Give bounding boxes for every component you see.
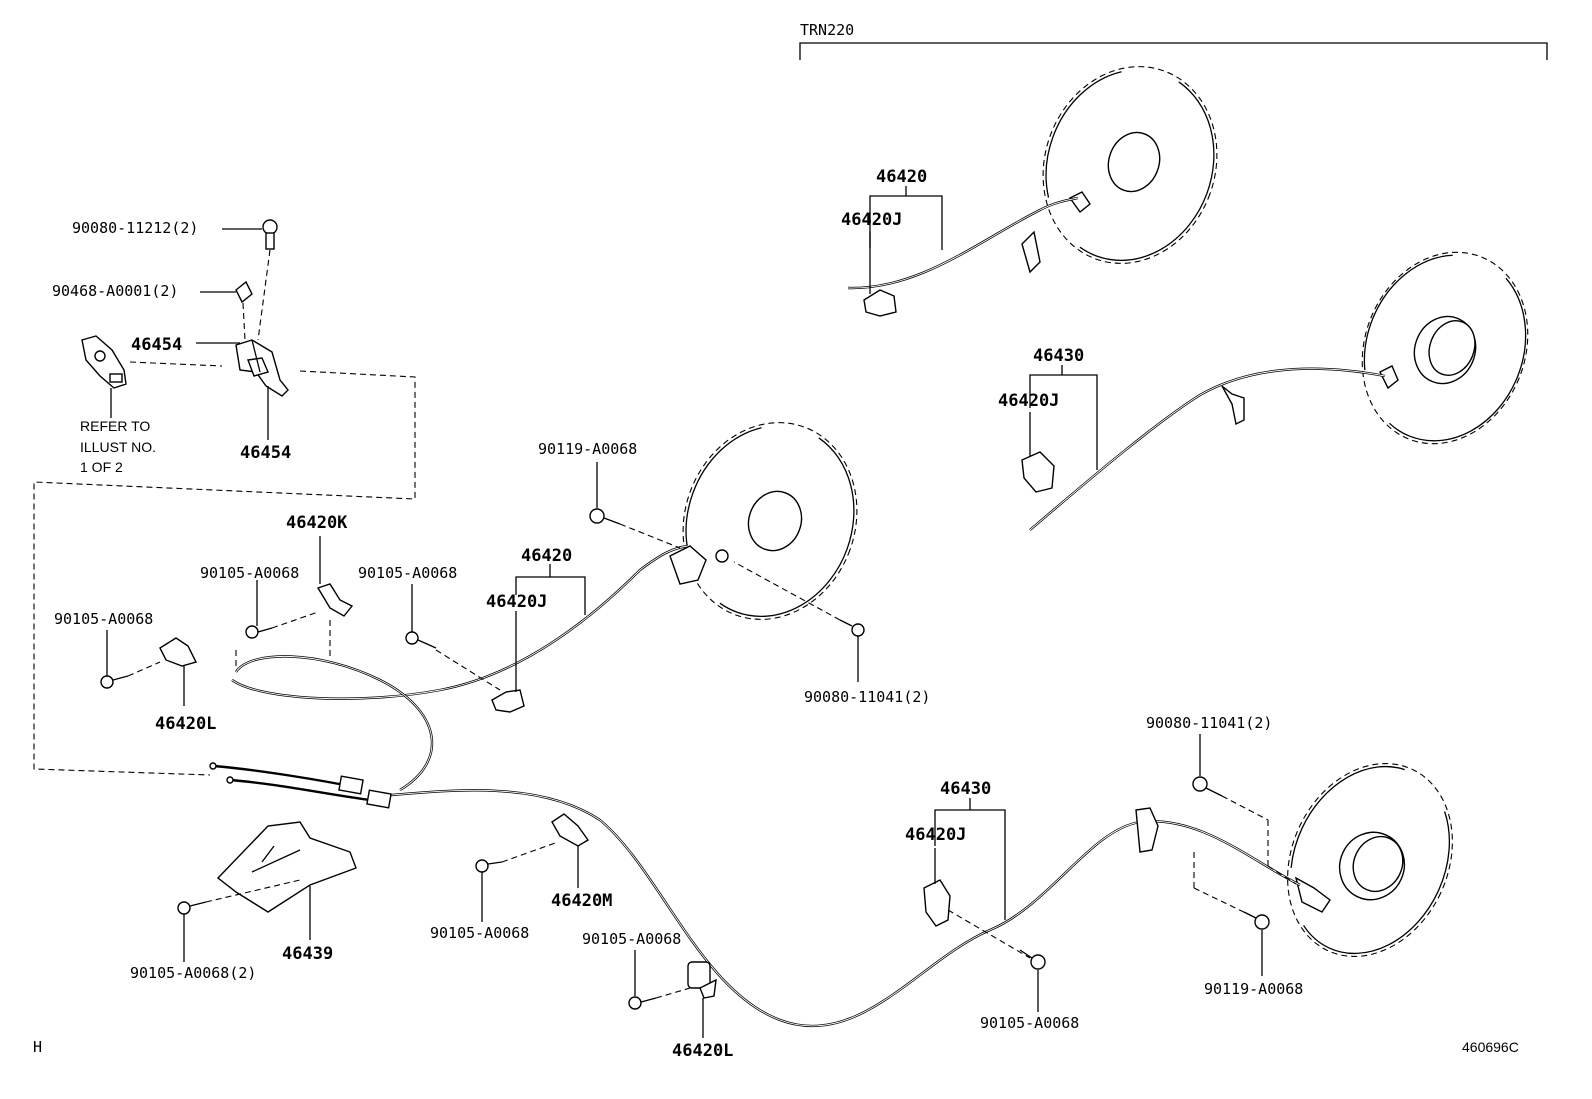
label-46454-top: 46454	[131, 335, 182, 355]
label-90105-a0068-d: 90105-A0068	[430, 924, 529, 942]
trn220-rotor-1	[1021, 66, 1218, 274]
refer-note-line-3: 1 OF 2	[80, 459, 123, 475]
center-small-parts	[100, 462, 865, 713]
label-90080-11212: 90080-11212(2)	[72, 219, 198, 237]
label-46420l-bottom: 46420L	[672, 1041, 733, 1061]
label-90105-a0068-f: 90105-A0068	[980, 1014, 1079, 1032]
label-46420j-trn220-right: 46420J	[998, 391, 1059, 411]
label-46430-bottom: 46430	[940, 779, 991, 799]
label-90080-11041-bottom: 90080-11041(2)	[1146, 714, 1272, 732]
lever-icon	[1379, 365, 1399, 390]
label-90105-a0068-a: 90105-A0068	[200, 564, 299, 582]
label-46420-trn220: 46420	[876, 167, 927, 187]
label-90119-a0068-top: 90119-A0068	[538, 440, 637, 458]
bracket-icon	[1021, 230, 1041, 274]
lever-icon	[1068, 191, 1091, 214]
bolt-icon	[839, 619, 865, 637]
trn220-rotor-2	[1221, 251, 1529, 445]
clip-46420m-icon	[551, 813, 590, 847]
clip-46420j-icon	[491, 689, 525, 713]
label-90105-a0068-b: 90105-A0068	[358, 564, 457, 582]
clip-46420j-icon	[923, 879, 951, 927]
trn220-small-parts	[863, 186, 1098, 493]
reference-bracket-icon	[81, 335, 127, 389]
label-90119-a0068-bottom: 90119-A0068	[1204, 980, 1303, 998]
clip-46420l-icon	[687, 961, 717, 999]
refer-note-line-2: ILLUST NO.	[80, 439, 156, 455]
label-46420l-center: 46420L	[155, 714, 216, 734]
region-dashed-outline	[33, 370, 416, 776]
clip-46420k-icon	[316, 583, 354, 617]
bracket-assembly-46454	[81, 219, 289, 440]
bracket-icon	[1221, 385, 1245, 426]
clip-46420j-icon	[863, 289, 897, 317]
label-46430-trn220: 46430	[1033, 346, 1084, 366]
clip-46420j-icon	[1021, 451, 1055, 493]
refer-note-line-1: REFER TO	[80, 418, 150, 434]
bracket-icon	[669, 545, 729, 585]
bolt-icon	[475, 859, 503, 873]
label-90105-a0068-e: 90105-A0068	[582, 930, 681, 948]
label-46420-center: 46420	[521, 546, 572, 566]
label-46420j-bottom: 46420J	[905, 825, 966, 845]
label-90105-a0068-2: 90105-A0068(2)	[130, 964, 256, 982]
label-46439: 46439	[282, 944, 333, 964]
label-46420k: 46420K	[286, 513, 348, 533]
label-46420j-trn220: 46420J	[841, 210, 902, 230]
callout-labels: 90080-11212(2) 90468-A0001(2) 46454 4645…	[33, 167, 1519, 1061]
label-46454-bottom: 46454	[240, 443, 291, 463]
bracket-46454-icon	[235, 339, 289, 397]
bottom-right-rotor	[1287, 763, 1453, 957]
trn220-bracket: TRN220	[799, 21, 1548, 60]
bottom-left-parts	[177, 813, 717, 1038]
bolt-icon	[245, 625, 273, 639]
bolt-icon	[589, 508, 621, 525]
bolt-icon	[628, 996, 657, 1010]
label-46420m: 46420M	[551, 891, 612, 911]
corner-letter: H	[33, 1038, 42, 1056]
bolt-icon	[1019, 949, 1046, 970]
label-90468-a0001: 90468-A0001(2)	[52, 282, 178, 300]
label-90080-11041-center: 90080-11041(2)	[804, 688, 930, 706]
bolt-icon	[1243, 911, 1270, 930]
bolt-icon	[262, 219, 278, 250]
clip-46420l-icon	[159, 637, 198, 667]
bracket-icon	[1135, 807, 1159, 853]
bracket-46439-icon	[216, 821, 357, 913]
bolt-icon	[405, 631, 437, 649]
label-90105-a0068-c: 90105-A0068	[54, 610, 153, 628]
section-header: TRN220	[800, 21, 854, 39]
center-rotor	[682, 422, 858, 620]
bolt-icon	[1192, 776, 1223, 797]
label-46420j-center: 46420J	[486, 592, 547, 612]
cables	[209, 196, 1386, 1028]
bottom-right-parts	[923, 734, 1297, 1012]
clip-nut-icon	[235, 280, 253, 304]
bolt-icon	[100, 675, 129, 689]
figure-id: 460696C	[1462, 1039, 1519, 1055]
lever-icon	[1294, 876, 1331, 913]
bolt-icon	[177, 901, 207, 915]
